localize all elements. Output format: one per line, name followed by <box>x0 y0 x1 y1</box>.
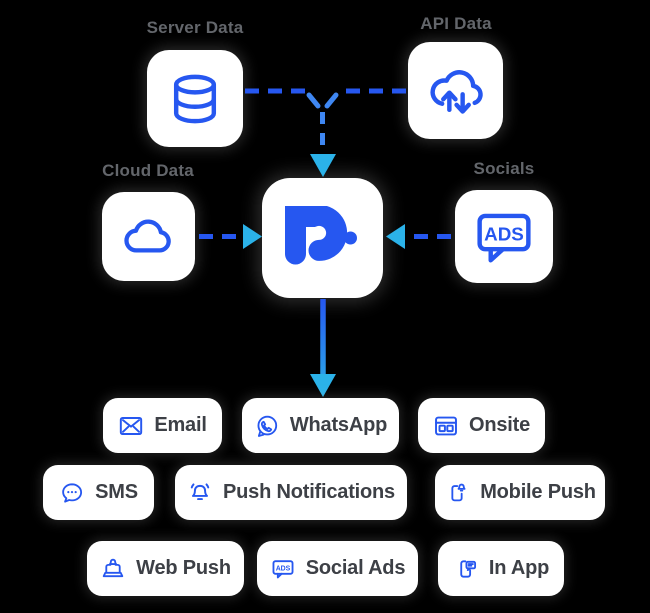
phone-message-icon <box>460 559 476 578</box>
database-icon <box>173 74 217 123</box>
hub-card <box>262 178 383 298</box>
d-dot-logo <box>284 206 357 265</box>
hub-top-arrowhead <box>310 154 336 177</box>
channel-chip-in-app: In App <box>438 541 564 596</box>
api-data-label: API Data <box>420 14 492 33</box>
laptop-bell-icon <box>102 558 124 577</box>
cloud-transfer-icon <box>429 69 483 114</box>
email-icon <box>120 416 143 435</box>
bell-icon <box>190 482 210 500</box>
logo-dot <box>343 231 357 245</box>
junction-right-dash <box>324 92 339 109</box>
socials-arrowhead <box>386 224 405 249</box>
whatsapp-icon <box>257 415 277 437</box>
channel-label: Social Ads <box>305 557 406 579</box>
channel-label: Mobile Push <box>480 481 596 503</box>
channel-chip-sms: SMS <box>43 465 154 520</box>
channel-label: SMS <box>95 481 138 503</box>
cloud-arrowhead <box>243 224 262 249</box>
source-card-server-data <box>147 50 243 147</box>
chat-dots-icon <box>62 482 83 503</box>
channel-label: Push Notifications <box>223 481 395 503</box>
channel-chip-whatsapp: WhatsApp <box>242 398 399 453</box>
channel-chip-onsite: Onsite <box>418 398 545 453</box>
cloud-data-label: Cloud Data <box>102 161 194 180</box>
channel-chip-email: Email <box>103 398 222 453</box>
channel-chip-social-ads: ADS Social Ads <box>257 541 418 596</box>
svg-text:ADS: ADS <box>484 223 524 244</box>
channel-chip-push-notifications: Push Notifications <box>175 465 407 520</box>
channel-label: Onsite <box>468 414 531 436</box>
browser-layout-icon <box>435 416 457 435</box>
channel-label: WhatsApp <box>289 414 388 436</box>
cloud-icon <box>123 219 171 253</box>
channel-chip-mobile-push: Mobile Push <box>435 465 605 520</box>
channel-label: Email <box>154 414 207 436</box>
source-card-api-data <box>408 42 503 139</box>
junction-left-dash <box>306 92 321 109</box>
source-card-socials: ADS <box>455 190 553 283</box>
ads-bubble-icon: ADS <box>477 213 531 262</box>
svg-text:ADS: ADS <box>275 565 290 572</box>
hub-bottom-arrowhead <box>310 374 336 397</box>
socials-label: Socials <box>473 159 535 178</box>
channel-label: In App <box>488 557 550 579</box>
source-card-cloud-data <box>102 192 195 281</box>
channel-chip-web-push: Web Push <box>87 541 244 596</box>
phone-bell-icon <box>451 483 466 501</box>
channel-label: Web Push <box>136 557 231 579</box>
server-data-label: Server Data <box>146 18 244 37</box>
ads-bubble-small-icon: ADS <box>272 559 294 578</box>
